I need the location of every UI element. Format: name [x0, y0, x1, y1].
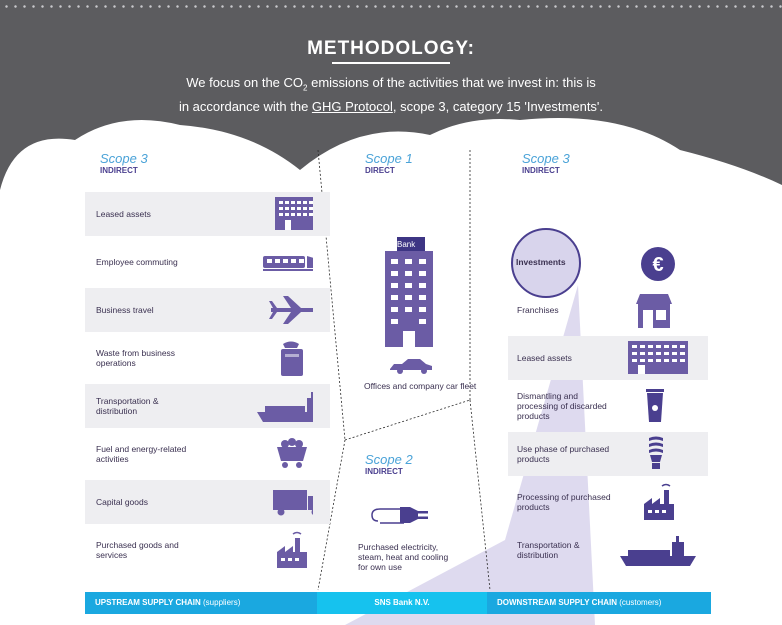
downstream-row-use-phase: Use phase of purchased products — [508, 432, 708, 476]
office-building-icon — [628, 341, 688, 374]
shop-icon — [636, 294, 672, 328]
scope3-upstream-header: Scope 3 INDIRECT — [100, 151, 148, 176]
upstream-row-waste: Waste from business operations — [85, 336, 330, 380]
train-icon — [263, 256, 313, 271]
upstream-row-transportation: Transportation & distribution — [85, 384, 330, 428]
cargo-ship-icon — [620, 536, 696, 566]
dotted-border — [0, 0, 782, 14]
recycle-bin-icon — [646, 389, 664, 422]
downstream-row-investments: Investments — [516, 257, 566, 267]
upstream-row-purchased-goods: Purchased goods and services — [85, 528, 330, 572]
upstream-supply-chain: UPSTREAM SUPPLY CHAIN (suppliers) — [85, 592, 317, 614]
title-underline — [332, 62, 450, 64]
light-bulb-icon — [649, 436, 663, 469]
investment-beam — [345, 285, 595, 625]
car-icon — [390, 359, 432, 374]
scope2-label: Purchased electricity, steam, heat and c… — [358, 542, 449, 572]
factory-icon — [644, 483, 674, 520]
upstream-row-leased-assets: Leased assets — [85, 192, 330, 236]
office-building-icon — [275, 197, 313, 230]
bank-building-icon — [385, 237, 433, 347]
sns-bank-label: SNS Bank N.V. — [317, 592, 487, 614]
investments-circle — [511, 228, 581, 298]
description-line-2: in accordance with the GHG Protocol, sco… — [178, 98, 604, 114]
downstream-row-franchises: Franchises — [508, 288, 708, 332]
svg-text:€: € — [652, 254, 663, 276]
power-plug-icon — [371, 507, 428, 524]
downstream-row-dismantling: Dismantling and processing of discarded … — [508, 384, 708, 428]
cargo-ship-icon — [257, 392, 313, 422]
downstream-row-processing: Processing of purchased products — [508, 480, 708, 524]
airplane-icon — [269, 296, 313, 324]
factory-icon — [277, 531, 307, 568]
downstream-row-leased-assets: Leased assets — [508, 336, 708, 380]
bank-sign: Bank — [397, 240, 416, 249]
page-title: METHODOLOGY: — [307, 38, 475, 59]
scope3-downstream-header: Scope 3 INDIRECT — [522, 151, 570, 176]
downstream-row-transportation: Transportation & distribution — [508, 528, 708, 572]
truck-icon — [273, 490, 313, 516]
supply-chain-bar: UPSTREAM SUPPLY CHAIN (suppliers) SNS Ba… — [85, 592, 711, 614]
upstream-row-employee-commuting: Employee commuting — [85, 240, 330, 284]
coal-cart-icon — [277, 438, 307, 468]
downstream-supply-chain: DOWNSTREAM SUPPLY CHAIN (customers) — [487, 592, 711, 614]
upstream-row-fuel-energy: Fuel and energy-related activities — [85, 432, 330, 476]
upstream-row-business-travel: Business travel — [85, 288, 330, 332]
upstream-row-capital-goods: Capital goods — [85, 480, 330, 524]
scope1-label: Offices and company car fleet — [364, 381, 477, 391]
description-line-1: We focus on the CO2 emissions of the act… — [186, 75, 596, 93]
ghg-protocol-link[interactable]: GHG Protocol — [311, 98, 393, 114]
scope1-header: Scope 1 DIRECT — [365, 151, 413, 176]
euro-coin-icon: € — [641, 247, 675, 281]
methodology-description: We focus on the CO2 emissions of the act… — [0, 74, 782, 116]
scope2-header: Scope 2 INDIRECT — [365, 452, 413, 477]
waste-bin-icon — [281, 341, 303, 376]
